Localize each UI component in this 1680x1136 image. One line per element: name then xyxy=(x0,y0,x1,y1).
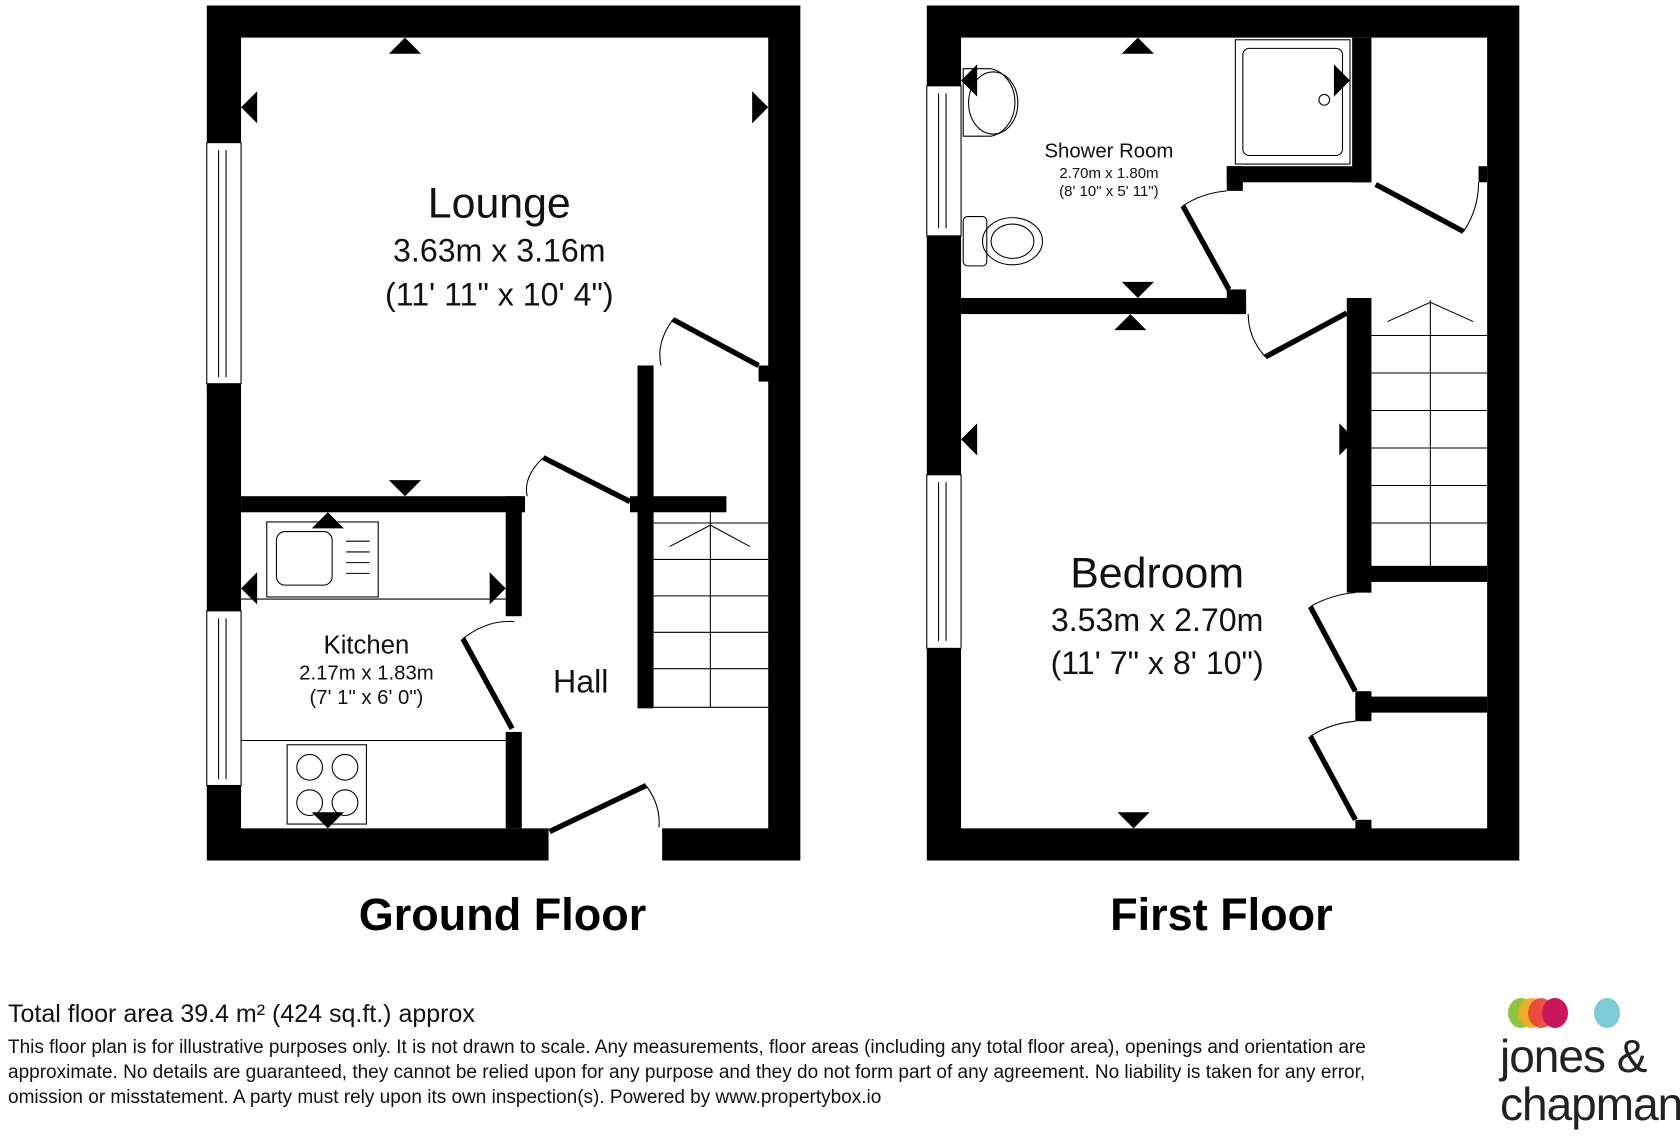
logo-line-2: chapman xyxy=(1500,1078,1680,1130)
toilet-icon xyxy=(962,216,988,267)
staircase xyxy=(1371,300,1488,566)
shower-room-wall xyxy=(961,298,1247,315)
cupboard-wall xyxy=(1355,696,1488,713)
window xyxy=(206,142,242,385)
ground-floor-plan: Lounge 3.63m x 3.16m (11' 11" x 10' 4") … xyxy=(206,5,801,940)
jones-chapman-logo: jones & chapman xyxy=(1500,998,1680,1128)
shower-room-imperial: (8' 10" x 5' 11") xyxy=(1059,183,1158,200)
measure-arrows xyxy=(961,37,1356,829)
stair-wall xyxy=(1346,298,1372,593)
total-floor-area: Total floor area 39.4 m² (424 sq.ft.) ap… xyxy=(8,1000,475,1028)
bedroom-label: Bedroom xyxy=(1070,549,1244,597)
wall-stub xyxy=(758,365,770,382)
shower-enclosure-wall xyxy=(1226,166,1372,183)
kitchen-metric: 2.17m x 1.83m xyxy=(299,662,434,684)
logo-dot xyxy=(1542,998,1568,1028)
lounge-label: Lounge xyxy=(428,180,571,228)
bedroom-metric: 3.53m x 2.70m xyxy=(1051,602,1263,638)
lounge-imperial: (11' 11" x 10' 4") xyxy=(385,277,614,313)
kitchen-imperial: (7' 1" x 6' 0") xyxy=(310,687,424,709)
shower-tray-icon xyxy=(1234,39,1351,165)
stair-bottom-wall xyxy=(1355,565,1488,582)
hob-icon xyxy=(286,744,367,825)
doors xyxy=(1180,182,1480,822)
wall-stub xyxy=(1226,289,1247,315)
doors xyxy=(460,317,760,834)
logo-dot xyxy=(1594,998,1620,1028)
logo-dots xyxy=(1500,998,1680,1032)
first-floor-plan: Shower Room 2.70m x 1.80m (8' 10" x 5' 1… xyxy=(926,5,1520,940)
wall-stub xyxy=(1226,166,1243,191)
hall-label: Hall xyxy=(553,663,608,699)
shower-room-metric: 2.70m x 1.80m xyxy=(1059,165,1158,182)
measure-arrows xyxy=(241,37,769,829)
logo-line-1: jones & xyxy=(1500,1030,1647,1082)
shower-room-label: Shower Room xyxy=(1044,141,1173,163)
window xyxy=(926,85,962,237)
lounge-kitchen-wall xyxy=(241,496,526,513)
first-floor-title: First Floor xyxy=(1110,889,1332,940)
wall-stub xyxy=(1355,819,1372,831)
cupboard-wall xyxy=(1352,37,1372,183)
lounge-metric: 3.63m x 3.16m xyxy=(393,233,605,269)
window xyxy=(926,474,962,649)
kitchen-wall-lower xyxy=(505,731,522,829)
bathroom-fittings xyxy=(962,39,1351,267)
ground-floor-title: Ground Floor xyxy=(359,889,646,940)
staircase xyxy=(653,512,769,708)
ground-outer-wall xyxy=(206,5,801,861)
disclaimer: This floor plan is for illustrative purp… xyxy=(8,1037,1366,1108)
stair-wall xyxy=(637,365,654,709)
front-door-opening xyxy=(548,827,663,862)
stair-top-wall xyxy=(630,496,727,513)
kitchen-wall-upper xyxy=(505,496,522,617)
wall-stub xyxy=(1478,166,1488,183)
basin-icon xyxy=(962,68,1016,137)
bedroom-imperial: (11' 7" x 8' 10") xyxy=(1051,645,1264,681)
window xyxy=(206,610,242,787)
kitchen-label: Kitchen xyxy=(324,632,410,660)
footer: Total floor area 39.4 m² (424 sq.ft.) ap… xyxy=(8,1000,1408,1110)
